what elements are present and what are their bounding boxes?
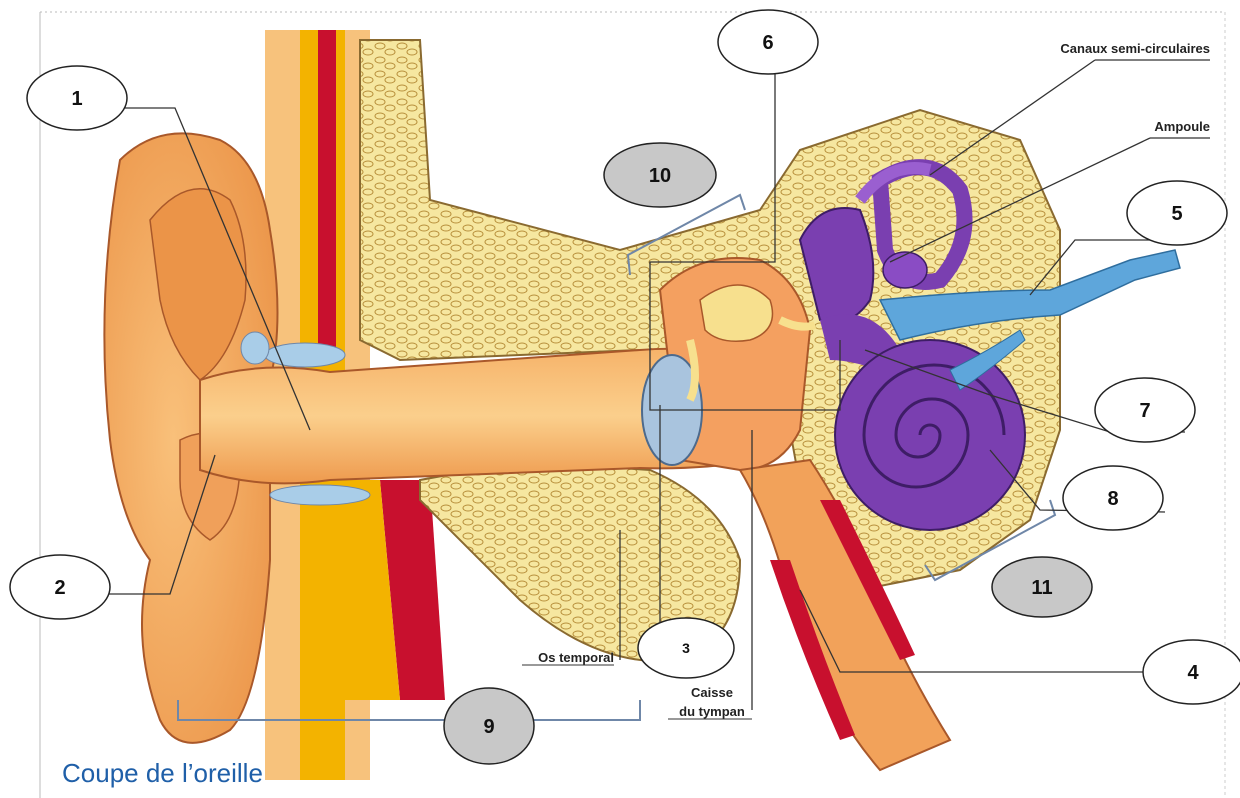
bracket-outer-ear [178, 700, 640, 720]
label-ampoule: Ampoule [1154, 119, 1210, 134]
callout-10: 10 [604, 143, 716, 207]
callout-9-text: 9 [483, 716, 494, 738]
callout-6-text: 6 [762, 32, 773, 54]
callout-1-text: 1 [71, 88, 82, 110]
callout-8: 8 [1063, 466, 1163, 530]
callout-3-text: 3 [682, 640, 690, 656]
label-caisse-line2: du tympan [679, 704, 745, 719]
callout-5-text: 5 [1171, 203, 1182, 225]
callout-11-text: 11 [1031, 577, 1052, 599]
middle-ear-cavity [642, 258, 815, 470]
callout-4: 4 [1143, 640, 1240, 704]
label-os-temporal: Os temporal [538, 650, 614, 665]
callout-2-text: 2 [54, 577, 65, 599]
callout-1: 1 [27, 66, 127, 130]
ossicles [700, 285, 773, 341]
callout-8-text: 8 [1107, 488, 1118, 510]
label-caisse-line1: Caisse [691, 685, 733, 700]
callout-2: 2 [10, 555, 110, 619]
callout-4-text: 4 [1187, 662, 1199, 684]
callout-3: 3 [638, 618, 734, 678]
callout-6: 6 [718, 10, 818, 74]
figure-caption: Coupe de l’oreille [62, 758, 263, 789]
cochlea [835, 340, 1025, 530]
callout-7-text: 7 [1139, 400, 1150, 422]
callout-5: 5 [1127, 181, 1227, 245]
callout-10-text: 10 [649, 165, 671, 187]
callout-11: 11 [992, 557, 1092, 617]
callout-9: 9 [444, 688, 534, 764]
label-canaux-semi-circulaires: Canaux semi-circulaires [1060, 41, 1210, 56]
callout-7: 7 [1095, 378, 1195, 442]
